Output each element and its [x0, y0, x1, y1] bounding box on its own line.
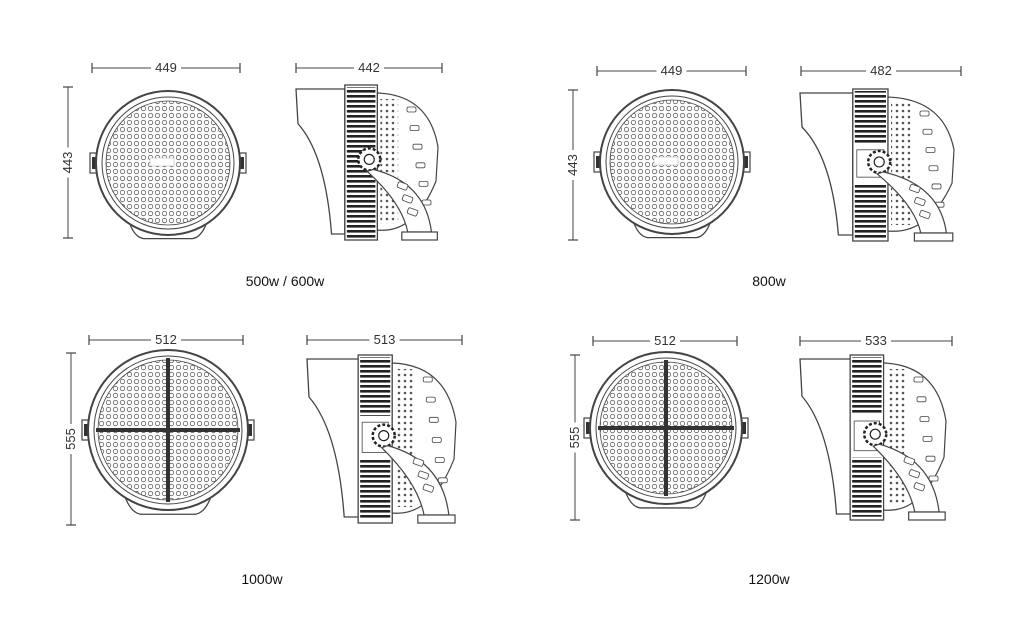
- mount-base: [417, 514, 456, 524]
- arm-slot: [401, 194, 414, 204]
- model-2: 512 555 513 1000w: [63, 332, 463, 587]
- vent-holes: [395, 369, 414, 507]
- arm-slot: [422, 483, 435, 493]
- model-1: 449 443 482 800w: [565, 63, 962, 289]
- front-cover: [295, 88, 346, 235]
- model-caption: 800w: [752, 273, 786, 289]
- vent-slot: [925, 147, 936, 153]
- vent-slot: [431, 437, 442, 443]
- vent-holes: [891, 103, 911, 225]
- center-label-plate: [149, 157, 175, 167]
- front-width-label: 449: [155, 60, 177, 75]
- front-cover: [306, 358, 359, 518]
- model-caption: 1000w: [241, 571, 283, 587]
- heatsink-fins: [854, 183, 886, 238]
- vent-slot: [434, 457, 445, 464]
- inner-ring: [101, 96, 235, 230]
- front-cover: [799, 92, 854, 236]
- vent-slot: [425, 396, 436, 403]
- side-width-label: 513: [374, 332, 396, 347]
- model-caption: 500w / 600w: [246, 273, 325, 289]
- vent-slot: [931, 183, 942, 190]
- arm-slot: [396, 181, 409, 191]
- vent-slot: [415, 162, 426, 169]
- vent-slot: [409, 125, 420, 131]
- arm-slot: [903, 456, 916, 466]
- vent-slot: [916, 396, 927, 403]
- vent-slot: [428, 416, 439, 423]
- front-width-label: 512: [654, 333, 676, 348]
- vent-holes: [886, 369, 905, 504]
- mount-base: [908, 511, 946, 521]
- model-0: 449 443 442 500w / 600w: [60, 60, 443, 289]
- side-width-label: 533: [865, 333, 887, 348]
- inner-ring: [605, 95, 739, 229]
- vent-slot: [406, 106, 417, 113]
- model-3: 512 555 533 1200w: [567, 333, 953, 587]
- model-caption: 1200w: [748, 571, 790, 587]
- vent-holes: [380, 99, 399, 224]
- vent-slot: [925, 455, 936, 462]
- inner-ring: [595, 357, 737, 499]
- vent-slot: [412, 143, 423, 150]
- mount-base: [913, 232, 954, 242]
- arm-slot: [919, 209, 931, 219]
- front-width-label: 449: [661, 63, 683, 78]
- heatsink-fins: [360, 459, 391, 520]
- front-width-label: 512: [155, 332, 177, 347]
- arm-slot: [909, 183, 921, 193]
- vent-slot: [919, 416, 930, 423]
- heatsink-fins: [852, 457, 882, 517]
- front-cover: [799, 358, 851, 515]
- arm-slot: [908, 469, 921, 479]
- side-width-label: 482: [870, 63, 892, 78]
- vent-slot: [422, 376, 433, 383]
- arm-slot: [406, 207, 419, 217]
- arm-slot: [913, 482, 926, 492]
- vent-slot: [913, 376, 924, 383]
- vent-slot: [919, 110, 930, 117]
- front-height-label: 555: [63, 428, 78, 450]
- arm-slot: [412, 457, 425, 467]
- heatsink-fins: [360, 357, 391, 416]
- vent-slot: [922, 128, 933, 135]
- heatsink-fins: [852, 357, 882, 415]
- center-label-plate: [653, 156, 679, 166]
- inner-ring: [93, 355, 243, 505]
- side-width-label: 442: [358, 60, 380, 75]
- heatsink-fins: [854, 91, 886, 145]
- front-height-label: 443: [60, 152, 75, 174]
- mount-base: [401, 231, 438, 241]
- front-height-label: 555: [567, 427, 582, 449]
- vent-slot: [928, 165, 939, 172]
- vent-slot: [928, 475, 939, 482]
- vent-slot: [418, 180, 429, 187]
- arm-slot: [914, 196, 926, 206]
- vent-slot: [437, 477, 448, 484]
- front-height-label: 443: [565, 154, 580, 176]
- vent-slot: [922, 435, 933, 442]
- arm-slot: [417, 470, 430, 480]
